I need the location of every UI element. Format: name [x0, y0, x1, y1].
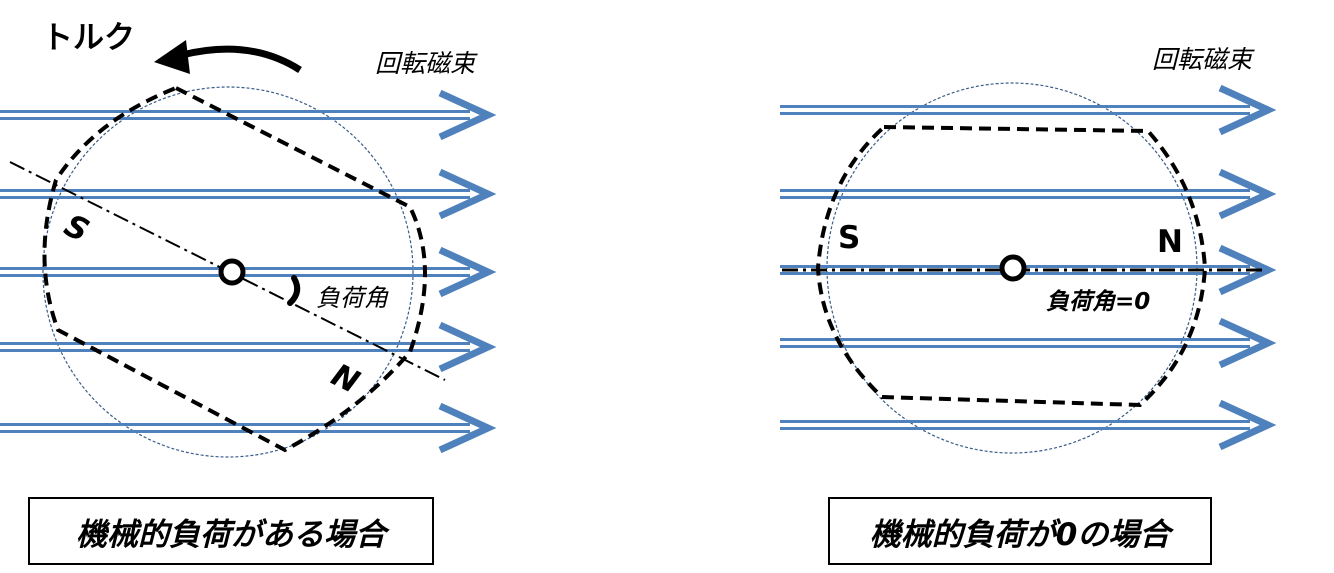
right-pole-n: N — [1157, 224, 1183, 260]
left-load-angle-label: 負荷角 — [316, 284, 389, 312]
right-flux-label: 回転磁束 — [1152, 45, 1255, 74]
torque-label: トルク — [42, 20, 135, 56]
left-load-angle-arc — [287, 275, 301, 306]
left-panel: トルク 回転磁束 S N 負荷角 — [0, 20, 488, 458]
flux-arrow — [0, 93, 488, 137]
torque-arrow — [181, 45, 302, 73]
right-rotor-outline — [815, 124, 1208, 408]
flux-arrow — [780, 403, 1268, 447]
right-panel: 回転磁束 S N 負荷角=0 — [780, 45, 1268, 454]
left-stator-circle — [42, 86, 414, 458]
left-pole-n: N — [326, 357, 365, 401]
left-flux-label: 回転磁束 — [375, 49, 478, 78]
left-shaft — [218, 258, 246, 286]
left-rotor-outline — [42, 85, 427, 453]
flux-arrow — [780, 172, 1268, 216]
right-caption: 機械的負荷が0の場合 — [828, 497, 1212, 565]
flux-arrow — [780, 88, 1268, 132]
right-load-angle-label: 負荷角=0 — [1046, 289, 1150, 315]
right-shaft — [999, 254, 1027, 282]
left-caption: 機械的負荷がある場合 — [28, 497, 434, 565]
right-pole-s: S — [838, 220, 860, 256]
left-pole-s: S — [59, 207, 95, 249]
torque-arrowhead — [154, 40, 190, 74]
